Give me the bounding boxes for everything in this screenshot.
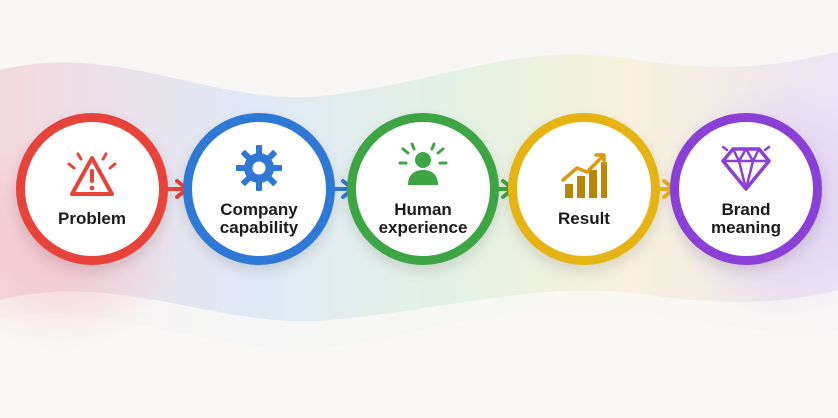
step-label: Result xyxy=(558,209,610,228)
step-brand-meaning: Brand meaning xyxy=(670,113,822,265)
step-label: Company capability xyxy=(219,200,299,237)
growth-chart-icon xyxy=(557,150,611,204)
step-label: Brand meaning xyxy=(711,200,781,237)
warning-triangle-icon xyxy=(65,150,119,204)
step-problem: Problem xyxy=(16,113,168,265)
step-label: Human experience xyxy=(378,200,468,237)
step-result: Result xyxy=(508,113,660,265)
diamond-icon xyxy=(719,141,773,195)
step-company-capability: Company capability xyxy=(183,113,335,265)
step-human-experience: Human experience xyxy=(347,113,499,265)
step-label: Problem xyxy=(57,209,127,228)
person-highlight-icon xyxy=(396,141,450,195)
gear-icon xyxy=(232,141,286,195)
